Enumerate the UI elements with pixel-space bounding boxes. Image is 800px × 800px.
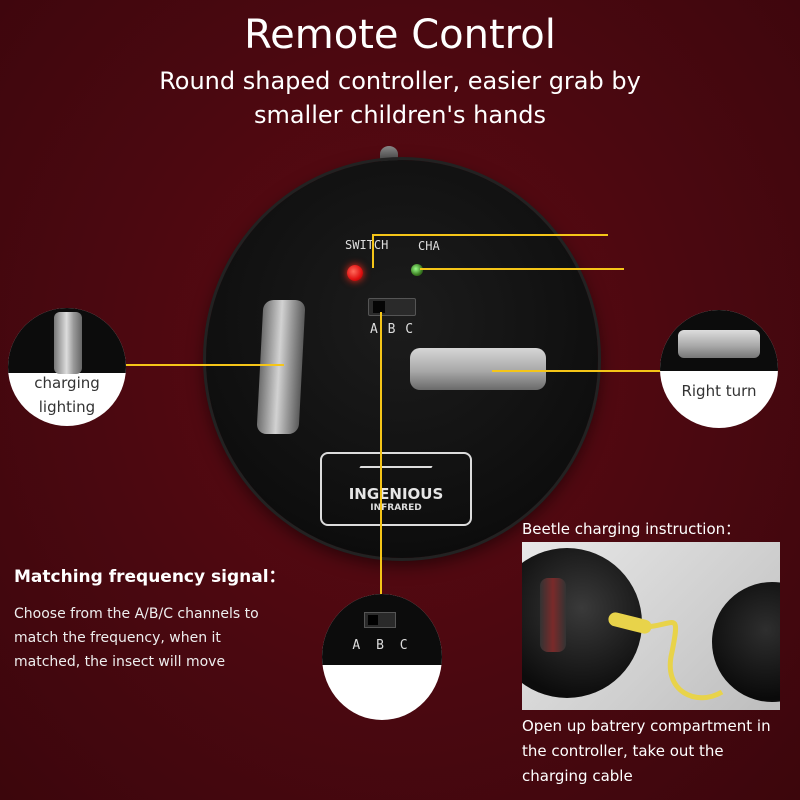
matching-frequency-title: Matching frequency signal： (14, 567, 286, 587)
callout-line-cha (420, 268, 624, 270)
callout-left-line-2: lighting (38, 398, 96, 416)
channel-letters: A B C (370, 322, 415, 337)
callout-left-line-1: charging (34, 374, 100, 392)
beetle-charging-desc: Open up batrery compartment in the contr… (522, 717, 771, 785)
charging-cable (631, 620, 724, 701)
left-turn-stick[interactable] (256, 300, 306, 434)
brand-sub: INFRARED (370, 503, 422, 513)
beetle-charging-title: Beetle charging instruction： (522, 520, 741, 538)
charge-led-green (411, 264, 423, 276)
callout-line-switch-drop (372, 234, 374, 268)
callout-charging-lighting: charging lighting (8, 308, 126, 426)
channel-switch-zoom (364, 612, 396, 628)
page-subtitle: Round shaped controller, easier grab by s… (0, 64, 800, 132)
power-led-red (347, 265, 363, 281)
brand-name: INGENIOUS (348, 485, 444, 503)
callout-line-right (492, 370, 662, 372)
stick-key-zoom (54, 312, 82, 374)
callout-middle-letters: A B C (352, 638, 412, 653)
channel-slide-switch[interactable] (368, 298, 416, 316)
switch-label: SWITCH (345, 238, 389, 252)
right-turn-stick[interactable] (410, 348, 546, 390)
callout-right-turn: Right turn (660, 310, 778, 428)
matching-frequency-desc: Choose from the A/B/C channels to match … (14, 606, 259, 670)
brand-logo-stripe (359, 466, 433, 468)
horizontal-key-zoom (678, 330, 760, 358)
callout-right-label: Right turn (681, 382, 757, 400)
callout-line-switch (372, 234, 608, 236)
charging-photo (522, 542, 780, 710)
battery-compartment (540, 578, 566, 652)
page-title: Remote Control (244, 12, 556, 58)
callout-channel-switch: A B C (322, 594, 442, 720)
callout-line-channel (380, 312, 382, 610)
subtitle-line-2: smaller children's hands (253, 101, 547, 129)
brand-logo-box (320, 452, 472, 526)
subtitle-line-1: Round shaped controller, easier grab by (159, 67, 641, 95)
cha-label: CHA (418, 239, 440, 253)
controller-antenna (380, 146, 398, 162)
callout-line-left (122, 364, 284, 366)
